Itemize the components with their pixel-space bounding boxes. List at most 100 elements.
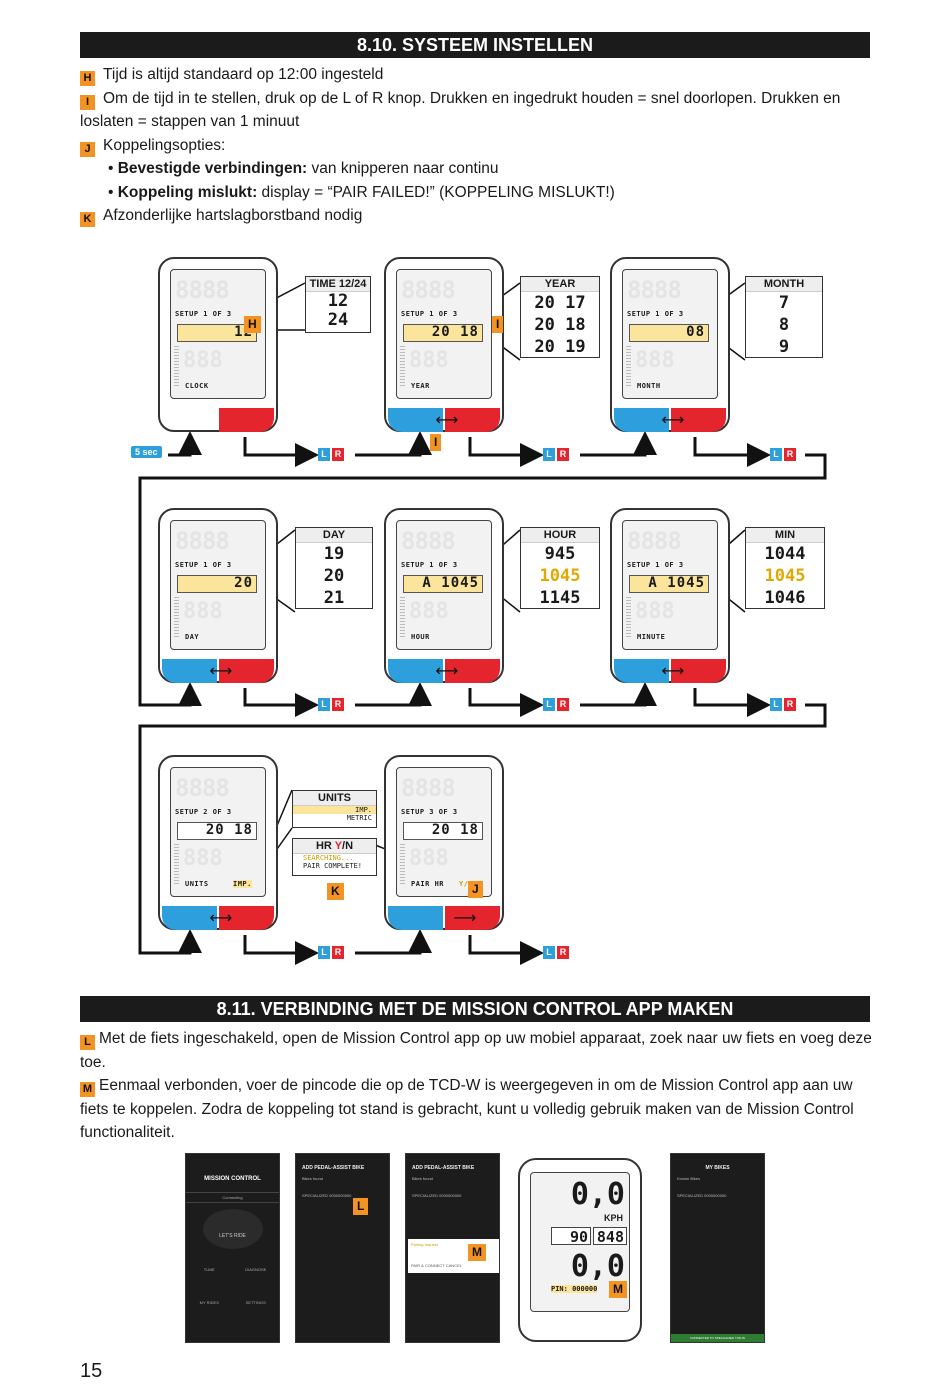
- popup-value: 1145: [539, 588, 581, 608]
- l-button[interactable]: [162, 906, 217, 930]
- bullet-confirmed: • Bevestigde verbindingen: van knipperen…: [108, 160, 499, 177]
- marker-l: L: [80, 1035, 95, 1050]
- lcd-ghost-digits: 8888: [401, 774, 456, 802]
- r-button[interactable]: [445, 408, 500, 432]
- lcd-ticks: [174, 844, 179, 886]
- phone-pairing: ADD PEDAL-ASSIST BIKE Bikes found SPECIA…: [405, 1153, 500, 1343]
- bike-list-item[interactable]: SPECIALIZED 0000000000: [677, 1193, 727, 1198]
- lcd-ghost-digits: 8888: [175, 527, 230, 555]
- r-button[interactable]: [219, 659, 274, 683]
- l-button[interactable]: [614, 408, 669, 432]
- r-button[interactable]: [445, 906, 500, 930]
- speed-readout: 0,0: [570, 1177, 625, 1212]
- left-right-arrow-icon: ⟷: [661, 412, 685, 429]
- connection-status: Connecting: [186, 1192, 279, 1203]
- marker-i: I: [492, 316, 504, 333]
- setup-label: SETUP 1 OF 3: [627, 310, 684, 318]
- setup-value: A 1045: [403, 575, 483, 593]
- popup-value: 20 17: [534, 293, 586, 313]
- r-button[interactable]: [219, 906, 274, 930]
- left-right-arrow-icon: ⟷: [435, 412, 459, 429]
- setting-label: YEAR: [411, 382, 430, 390]
- setup-value: 20: [177, 575, 257, 593]
- dialog-title: Pairing request: [411, 1242, 438, 1247]
- lcd-ghost-digits: 8888: [175, 774, 230, 802]
- lcd-ghost-digits: 888: [183, 846, 223, 871]
- readout-3: 0,0: [570, 1249, 625, 1284]
- r-key: R: [557, 698, 569, 711]
- lcd-ticks: [400, 844, 405, 886]
- r-button[interactable]: [219, 408, 274, 432]
- setup-label: SETUP 1 OF 3: [175, 310, 232, 318]
- setup-value: 08: [629, 324, 709, 342]
- lets-ride-button[interactable]: LET'S RIDE: [202, 1209, 263, 1249]
- bikes-found-label: Bikes found: [412, 1176, 433, 1181]
- l-button[interactable]: [162, 659, 217, 683]
- page-number: 15: [80, 1360, 103, 1382]
- lcd-ticks: [626, 346, 631, 388]
- l-key: L: [543, 698, 555, 711]
- popup-value: 20 19: [534, 337, 586, 357]
- setting-label: DAY: [185, 633, 200, 641]
- r-button[interactable]: [671, 408, 726, 432]
- diagnose-button[interactable]: DIAGNOSE: [245, 1267, 267, 1272]
- marker-j: J: [80, 141, 95, 157]
- lcd-ghost-digits: 8888: [401, 276, 456, 304]
- popup-title: TIME 12/24: [306, 277, 370, 292]
- lcd-ghost-digits: 888: [635, 348, 675, 373]
- setting-label: MONTH: [637, 382, 661, 390]
- connected-banner: CONNECTED TO SPECIALIZED TCD-W: [671, 1334, 764, 1342]
- home-grid: TUNE DIAGNOSE MY RIDES SETTINGS: [186, 1267, 279, 1305]
- status-bar: [671, 1154, 764, 1162]
- bike-list-item[interactable]: SPECIALIZED 0000000000: [302, 1193, 352, 1198]
- settings-button[interactable]: SETTINGS: [245, 1300, 266, 1305]
- lcd-ticks: [400, 346, 405, 388]
- setup-value: 20 18: [403, 324, 483, 342]
- setup-label: SETUP 3 OF 3: [401, 808, 458, 816]
- l-button[interactable]: [388, 659, 443, 683]
- tune-button[interactable]: TUNE: [203, 1267, 215, 1272]
- setup-value: 20 18: [177, 822, 257, 840]
- screen-title: MY BIKES: [705, 1165, 730, 1171]
- lcd-ticks: [174, 597, 179, 639]
- my-rides-button[interactable]: MY RIDES: [199, 1300, 219, 1305]
- r-button[interactable]: [445, 659, 500, 683]
- l-button[interactable]: [388, 408, 443, 432]
- bike-list-item[interactable]: SPECIALIZED 0000000000: [412, 1193, 462, 1198]
- setup-value: A 1045: [629, 575, 709, 593]
- l-button[interactable]: [614, 659, 669, 683]
- marker-i: I: [430, 434, 442, 451]
- instruction-h-text: Tijd is altijd standaard op 12:00 ingest…: [103, 66, 384, 83]
- r-button[interactable]: [671, 659, 726, 683]
- phone-my-bikes: MY BIKES Known Bikes SPECIALIZED 0000000…: [670, 1153, 765, 1343]
- bullet-confirmed-label: Bevestigde verbindingen:: [117, 160, 308, 177]
- r-key: R: [557, 946, 569, 959]
- bullet-failed: • Koppeling mislukt: display = “PAIR FAI…: [108, 183, 615, 201]
- popup-value: 1044: [764, 544, 806, 564]
- l-button[interactable]: [388, 906, 443, 930]
- marker-k: K: [327, 883, 344, 900]
- popup-value: 945: [544, 544, 576, 564]
- l-key: L: [318, 946, 330, 959]
- marker-h: H: [244, 316, 261, 333]
- popup-value: 1046: [764, 588, 806, 608]
- lcd-ghost-digits: 888: [183, 599, 223, 624]
- dialog-buttons[interactable]: PAIR & CONNECT CANCEL: [411, 1263, 462, 1268]
- marker-h: H: [80, 71, 95, 86]
- marker-i: I: [80, 94, 95, 110]
